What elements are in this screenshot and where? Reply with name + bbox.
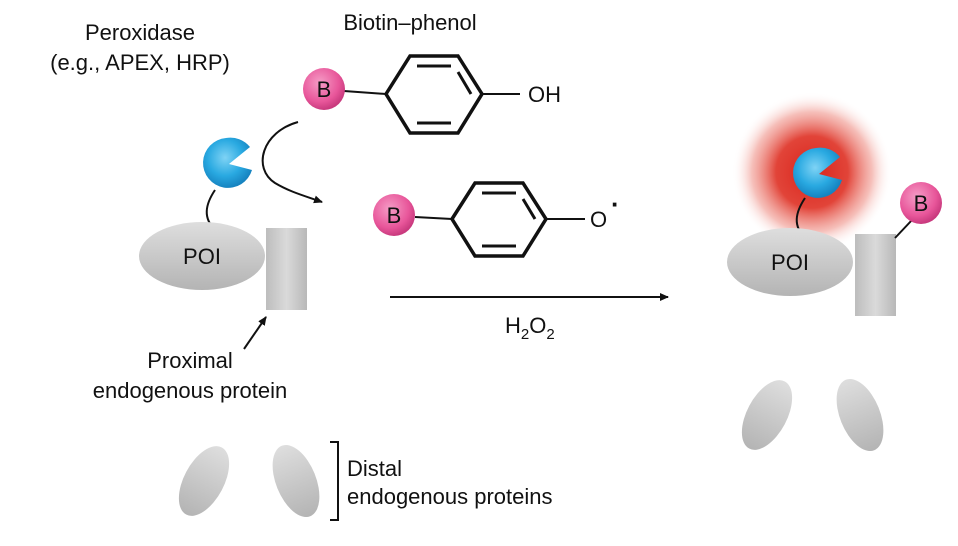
proximal-label-line1: Proximal xyxy=(147,348,233,373)
proximal-label-line2: endogenous protein xyxy=(93,378,288,403)
peroxidase-enzyme-icon xyxy=(203,137,252,188)
distal-label-line1: Distal xyxy=(347,456,402,481)
h2o2-label: H2O2 xyxy=(505,313,555,343)
distal-bracket xyxy=(330,441,339,521)
distal-protein xyxy=(836,378,884,452)
biotin-label: B xyxy=(914,191,929,216)
peroxidase-label-line2: (e.g., APEX, HRP) xyxy=(50,50,230,75)
distal-proteins-left xyxy=(178,444,320,518)
biotin-circle xyxy=(900,182,942,224)
proximal-protein-rect xyxy=(266,228,307,310)
biotin-label: B xyxy=(317,77,332,102)
oxygen-radical-label: O xyxy=(590,207,607,232)
biotin-phenol-molecule: OH B xyxy=(303,54,561,135)
poi-ellipse xyxy=(139,222,265,290)
poi-label: POI xyxy=(771,250,809,275)
poi-label: POI xyxy=(183,244,221,269)
activation-arrow xyxy=(261,121,323,204)
right-poi-complex: POI B xyxy=(727,92,942,316)
benzene-ring xyxy=(383,54,485,135)
peroxidase-label-line1: Peroxidase xyxy=(85,20,195,45)
biotin-phenol-label: Biotin–phenol xyxy=(343,10,476,35)
left-poi-complex: POI xyxy=(139,137,307,310)
biotin-phenoxyl-radical: O · B xyxy=(373,181,620,258)
distal-protein xyxy=(178,446,230,516)
distal-label-line2: endogenous proteins xyxy=(347,484,553,509)
poi-ellipse xyxy=(727,228,853,296)
hydroxyl-label: OH xyxy=(528,82,561,107)
radical-dot: · xyxy=(611,189,620,219)
distal-protein xyxy=(272,444,320,518)
distal-protein xyxy=(741,380,793,450)
distal-proteins-right xyxy=(741,378,884,452)
biotin-circle xyxy=(373,194,415,236)
proximal-pointer-arrow xyxy=(243,316,267,350)
biotin-label: B xyxy=(387,203,402,228)
peroxidase-enzyme-icon xyxy=(793,147,842,198)
biotin-circle xyxy=(303,68,345,110)
labeled-proximal-protein-rect xyxy=(855,234,896,316)
